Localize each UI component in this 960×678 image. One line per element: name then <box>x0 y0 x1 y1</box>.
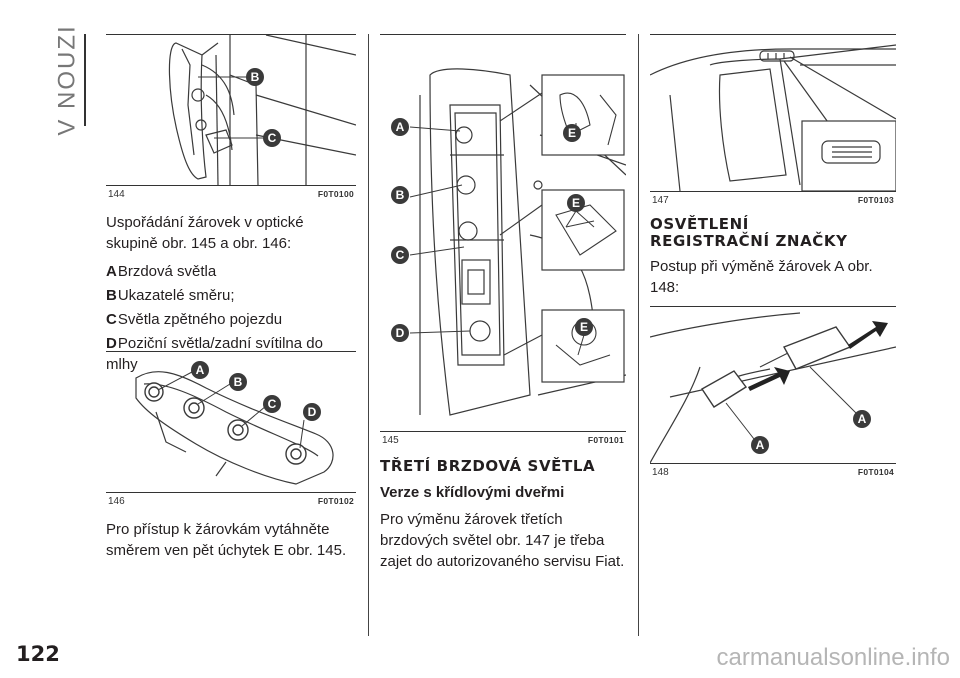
watermark: carmanualsonline.info <box>716 644 950 671</box>
label-d: D <box>391 324 409 342</box>
list-item-d: DPoziční světla/zadní svítilna do mlhy <box>106 335 323 373</box>
subheading-barn-door-version: Verze s křídlovými dveřmi <box>380 484 565 501</box>
list-item-b: BUkazatelé směru; <box>106 287 235 304</box>
figure-144: B C <box>106 34 356 186</box>
figure-code: F0T0101 <box>587 435 624 445</box>
section-heading-license-plate-light: OSVĚTLENÍ REGISTRAČNÍ ZNAČKY <box>650 216 896 250</box>
svg-text:A: A <box>196 363 205 377</box>
column-divider-2 <box>638 34 639 636</box>
figure-code: F0T0104 <box>857 467 894 477</box>
svg-text:A: A <box>756 438 765 452</box>
label-a: A <box>853 410 871 428</box>
bulb-layout-intro: Uspořádání žárovek v optické skupině obr… <box>106 214 304 252</box>
figure-145-caption: 145 F0T0101 <box>380 432 626 446</box>
svg-text:D: D <box>308 405 317 419</box>
figure-147-caption: 147 F0T0103 <box>650 192 896 206</box>
column-1: B C 144 F0T0100 Uspořádání žárovek v opt… <box>106 34 356 378</box>
label-b: B <box>391 186 409 204</box>
figure-146-block: A B C D 146 F0T0102 Pro přístup k žárovk… <box>106 351 356 561</box>
chapter-tab-rule <box>84 34 86 126</box>
figure-146: A B C D <box>106 351 356 493</box>
label-e: E <box>567 194 585 212</box>
label-a: A <box>391 118 409 136</box>
svg-text:A: A <box>858 412 867 426</box>
svg-text:C: C <box>396 248 405 262</box>
figure-146-caption: 146 F0T0102 <box>106 493 356 507</box>
svg-text:D: D <box>396 326 405 340</box>
section-heading-line-1: OSVĚTLENÍ <box>650 215 749 233</box>
list-item-c: CSvětla zpětného pojezdu <box>106 311 283 328</box>
svg-text:C: C <box>268 397 277 411</box>
label-e: E <box>575 318 593 336</box>
list-item-a: ABrzdová světla <box>106 263 217 280</box>
label-c: C <box>391 246 409 264</box>
page-number: 122 <box>16 642 60 666</box>
figure-144-caption: 144 F0T0100 <box>106 186 356 200</box>
figure-147-illustration <box>650 44 896 191</box>
label-b: B <box>246 68 264 86</box>
figure-147 <box>650 34 896 192</box>
label-c: C <box>263 395 281 413</box>
svg-text:B: B <box>396 188 405 202</box>
svg-text:C: C <box>268 131 277 145</box>
chapter-tab: V NOUZI <box>48 24 88 135</box>
label-d: D <box>303 403 321 421</box>
figure-146-illustration: A B C D <box>135 361 334 485</box>
column-3: 147 F0T0103 OSVĚTLENÍ REGISTRAČNÍ ZNAČKY… <box>650 34 896 478</box>
figure-number: 148 <box>652 466 669 478</box>
section-heading-third-brake-light: TŘETÍ BRZDOVÁ SVĚTLA <box>380 457 596 475</box>
column-divider-1 <box>368 34 369 636</box>
label-b: B <box>229 373 247 391</box>
figure-148-illustration: A A <box>650 312 896 463</box>
figure-number: 146 <box>108 495 125 507</box>
figure-code: F0T0102 <box>317 496 354 506</box>
figure-148-caption: 148 F0T0104 <box>650 464 896 478</box>
license-plate-light-text: Postup při výměně žárovek A obr. 148: <box>650 258 873 296</box>
figure-number: 144 <box>108 188 125 200</box>
column-2: A B C D E E E 145 F0T0101 TŘETÍ BR <box>380 34 626 572</box>
chapter-title: V NOUZI <box>54 24 81 136</box>
figure-code: F0T0103 <box>857 195 894 205</box>
figure-144-illustration: B C <box>168 35 356 185</box>
third-brake-light-text: Pro výměnu žárovek třetích brzdových svě… <box>380 511 625 570</box>
figure-code: F0T0100 <box>317 189 354 199</box>
figure-number: 145 <box>382 434 399 446</box>
svg-text:E: E <box>568 126 576 140</box>
figure-number: 147 <box>652 194 669 206</box>
svg-text:B: B <box>251 70 260 84</box>
label-c: C <box>263 129 281 147</box>
figure-148: A A <box>650 306 896 464</box>
label-e: E <box>563 124 581 142</box>
label-a: A <box>751 436 769 454</box>
figure-145-illustration: A B C D E E E <box>391 68 626 416</box>
clip-access-text: Pro přístup k žárovkám vytáhněte směrem … <box>106 521 347 559</box>
svg-text:B: B <box>234 375 243 389</box>
svg-text:E: E <box>580 320 588 334</box>
figure-145: A B C D E E E <box>380 34 626 432</box>
section-heading-line-2: REGISTRAČNÍ ZNAČKY <box>650 232 848 250</box>
svg-text:E: E <box>572 196 580 210</box>
label-a: A <box>191 361 209 379</box>
svg-text:A: A <box>396 120 405 134</box>
